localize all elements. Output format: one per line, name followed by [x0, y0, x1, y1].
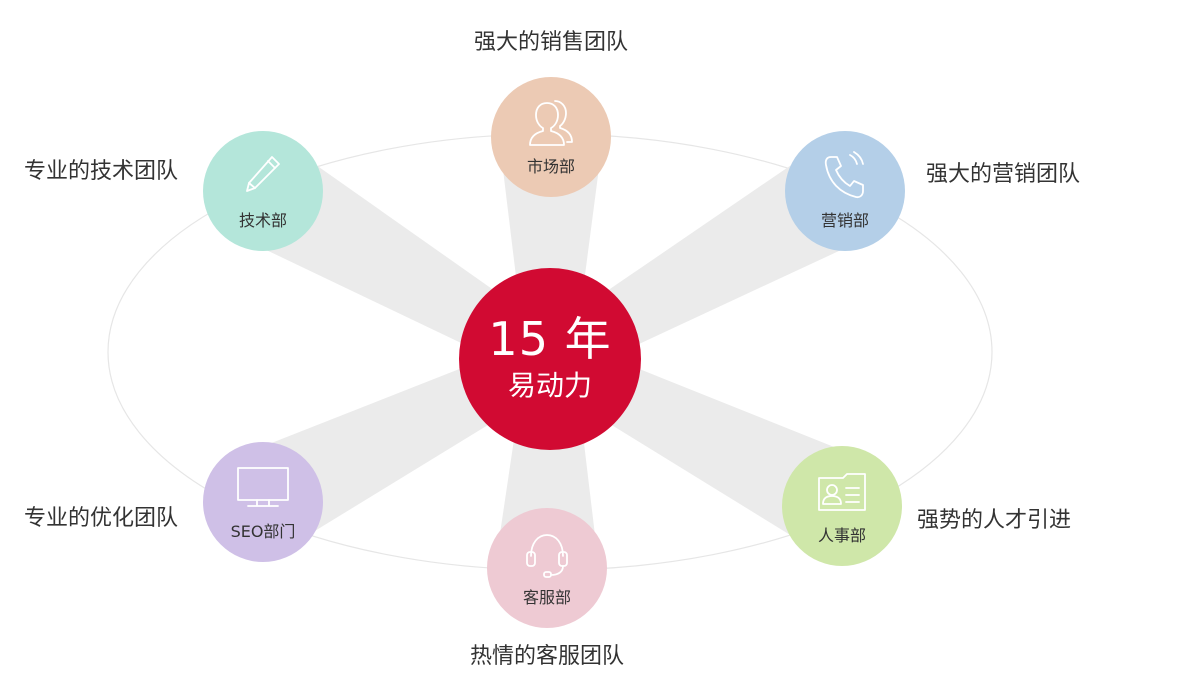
department-service[interactable]: 客服部 — [487, 508, 607, 628]
team-caption-tech: 专业的技术团队 — [24, 159, 179, 184]
department-hr[interactable]: 人事部 — [782, 446, 902, 566]
department-label: SEO部门 — [230, 522, 296, 541]
department-label: 技术部 — [238, 211, 287, 230]
department-sales[interactable]: 营销部 — [785, 131, 905, 251]
team-caption-hr: 强势的人才引进 — [917, 508, 1072, 533]
department-seo[interactable]: SEO部门 — [203, 442, 323, 562]
phone-icon — [824, 151, 864, 199]
id-card-icon — [818, 473, 866, 511]
team-caption-sales: 强大的营销团队 — [926, 162, 1081, 187]
department-label: 营销部 — [820, 211, 869, 230]
department-label: 客服部 — [522, 588, 571, 607]
team-caption-seo: 专业的优化团队 — [24, 506, 179, 531]
department-tech[interactable]: 技术部 — [203, 131, 323, 251]
pencil-icon — [246, 156, 280, 192]
users-icon — [529, 100, 573, 146]
team-caption-service: 热情的客服团队 — [470, 644, 625, 669]
center-badge: 15 年 易动力 — [459, 268, 641, 450]
department-market[interactable]: 市场部 — [491, 77, 611, 197]
years-text: 15 年 — [488, 312, 612, 366]
department-label: 市场部 — [526, 157, 575, 176]
brand-text: 易动力 — [507, 369, 592, 402]
monitor-icon — [237, 467, 289, 507]
headset-icon — [526, 534, 568, 578]
team-caption-market: 强大的销售团队 — [474, 30, 629, 55]
department-label: 人事部 — [817, 526, 866, 545]
